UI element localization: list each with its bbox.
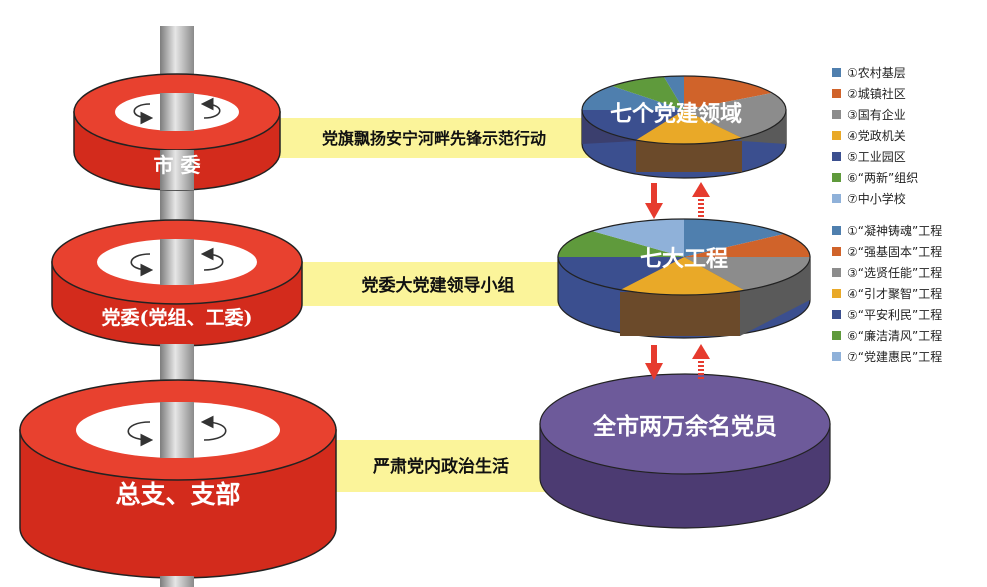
legend-item: ①农村基层 [832,62,918,83]
up-arrow-dashed-icon [692,344,710,379]
members-disc [539,373,831,529]
up-arrow-dashed-icon [692,182,710,217]
bridge-3 [330,440,552,492]
legend-label: ④“引才聚智”工程 [847,287,943,301]
legend-swatch [832,331,841,340]
legend-label: ③“选贤任能”工程 [847,266,943,280]
legend-item: ②“强基固本”工程 [832,241,942,262]
legend-swatch [832,89,841,98]
tier-disc-city-committee [73,73,281,191]
legend-item: ③“选贤任能”工程 [832,262,942,283]
domains-pie-title: 七个党建领域 [610,101,742,127]
legend-label: ③国有企业 [847,108,906,122]
legend-label: ①农村基层 [847,66,906,80]
tier-label-3: 总支、支部 [115,480,240,509]
bridge-label-1: 党旗飘扬安宁河畔先锋示范行动 [322,129,546,148]
legend-item: ⑦中小学校 [832,188,918,209]
legend-label: ④党政机关 [847,129,906,143]
legend-item: ③国有企业 [832,104,918,125]
down-arrow-icon [645,183,663,219]
legend-item: ⑥“两新”组织 [832,167,918,188]
legend-label: ⑤工业园区 [847,150,906,164]
tier-label-2: 党委(党组、工委) [102,306,253,329]
tier-disc-party-committee [51,219,303,384]
members-disc-title: 全市两万余名党员 [592,413,777,440]
legend-item: ①“凝神铸魂”工程 [832,220,942,241]
legend-item: ②城镇社区 [832,83,918,104]
legend-swatch [832,289,841,298]
projects-pie-title: 七大工程 [640,246,728,272]
down-arrow-icon [645,345,663,380]
legend-item: ⑤“平安利民”工程 [832,304,942,325]
bridge-label-3: 严肃党内政治生活 [373,456,509,477]
cycle-arrow-right-icon [200,97,221,119]
legend-label: ⑤“平安利民”工程 [847,308,943,322]
cycle-arrow-right-icon [200,415,227,441]
legend-swatch [832,268,841,277]
legend-label: ②城镇社区 [847,87,906,101]
legend-label: ⑦中小学校 [847,192,906,206]
legend-label: ⑥“廉洁清风”工程 [847,329,943,343]
legend-label: ⑥“两新”组织 [847,171,919,185]
legend-swatch [832,247,841,256]
domains-pie-disc [581,75,787,179]
projects-pie-disc [557,218,811,339]
legend-swatch [832,194,841,203]
legend-label: ②“强基固本”工程 [847,245,943,259]
legend-item: ④党政机关 [832,125,918,146]
cycle-arrow-left-icon [127,421,154,447]
tier-disc-branches [19,379,337,587]
tier-label-1: 市 委 [154,153,201,177]
legend-item: ⑥“廉洁清风”工程 [832,325,942,346]
legend-swatch [832,173,841,182]
legend-swatch [832,226,841,235]
cycle-arrow-left-icon [133,103,154,125]
legend-swatch [832,68,841,77]
legend-swatch [832,352,841,361]
legend-swatch [832,310,841,319]
bridge-2 [296,262,580,306]
cycle-arrow-right-icon [200,247,224,271]
flow-arrows [645,182,710,380]
legend-swatch [832,110,841,119]
bridges [278,118,590,492]
legend-item: ⑦“党建惠民”工程 [832,346,942,367]
projects-legend: ①“凝神铸魂”工程 ②“强基固本”工程 ③“选贤任能”工程 ④“引才聚智”工程 … [832,220,942,367]
legend-swatch [832,152,841,161]
bridge-label-2: 党委大党建领导小组 [362,275,515,296]
domains-legend: ①农村基层 ②城镇社区 ③国有企业 ④党政机关 ⑤工业园区 ⑥“两新”组织 ⑦中… [832,62,918,209]
bridge-1 [278,118,590,158]
legend-label: ⑦“党建惠民”工程 [847,350,943,364]
cycle-arrow-left-icon [130,253,154,277]
legend-swatch [832,131,841,140]
legend-item: ④“引才聚智”工程 [832,283,942,304]
legend-item: ⑤工业园区 [832,146,918,167]
legend-label: ①“凝神铸魂”工程 [847,224,943,238]
